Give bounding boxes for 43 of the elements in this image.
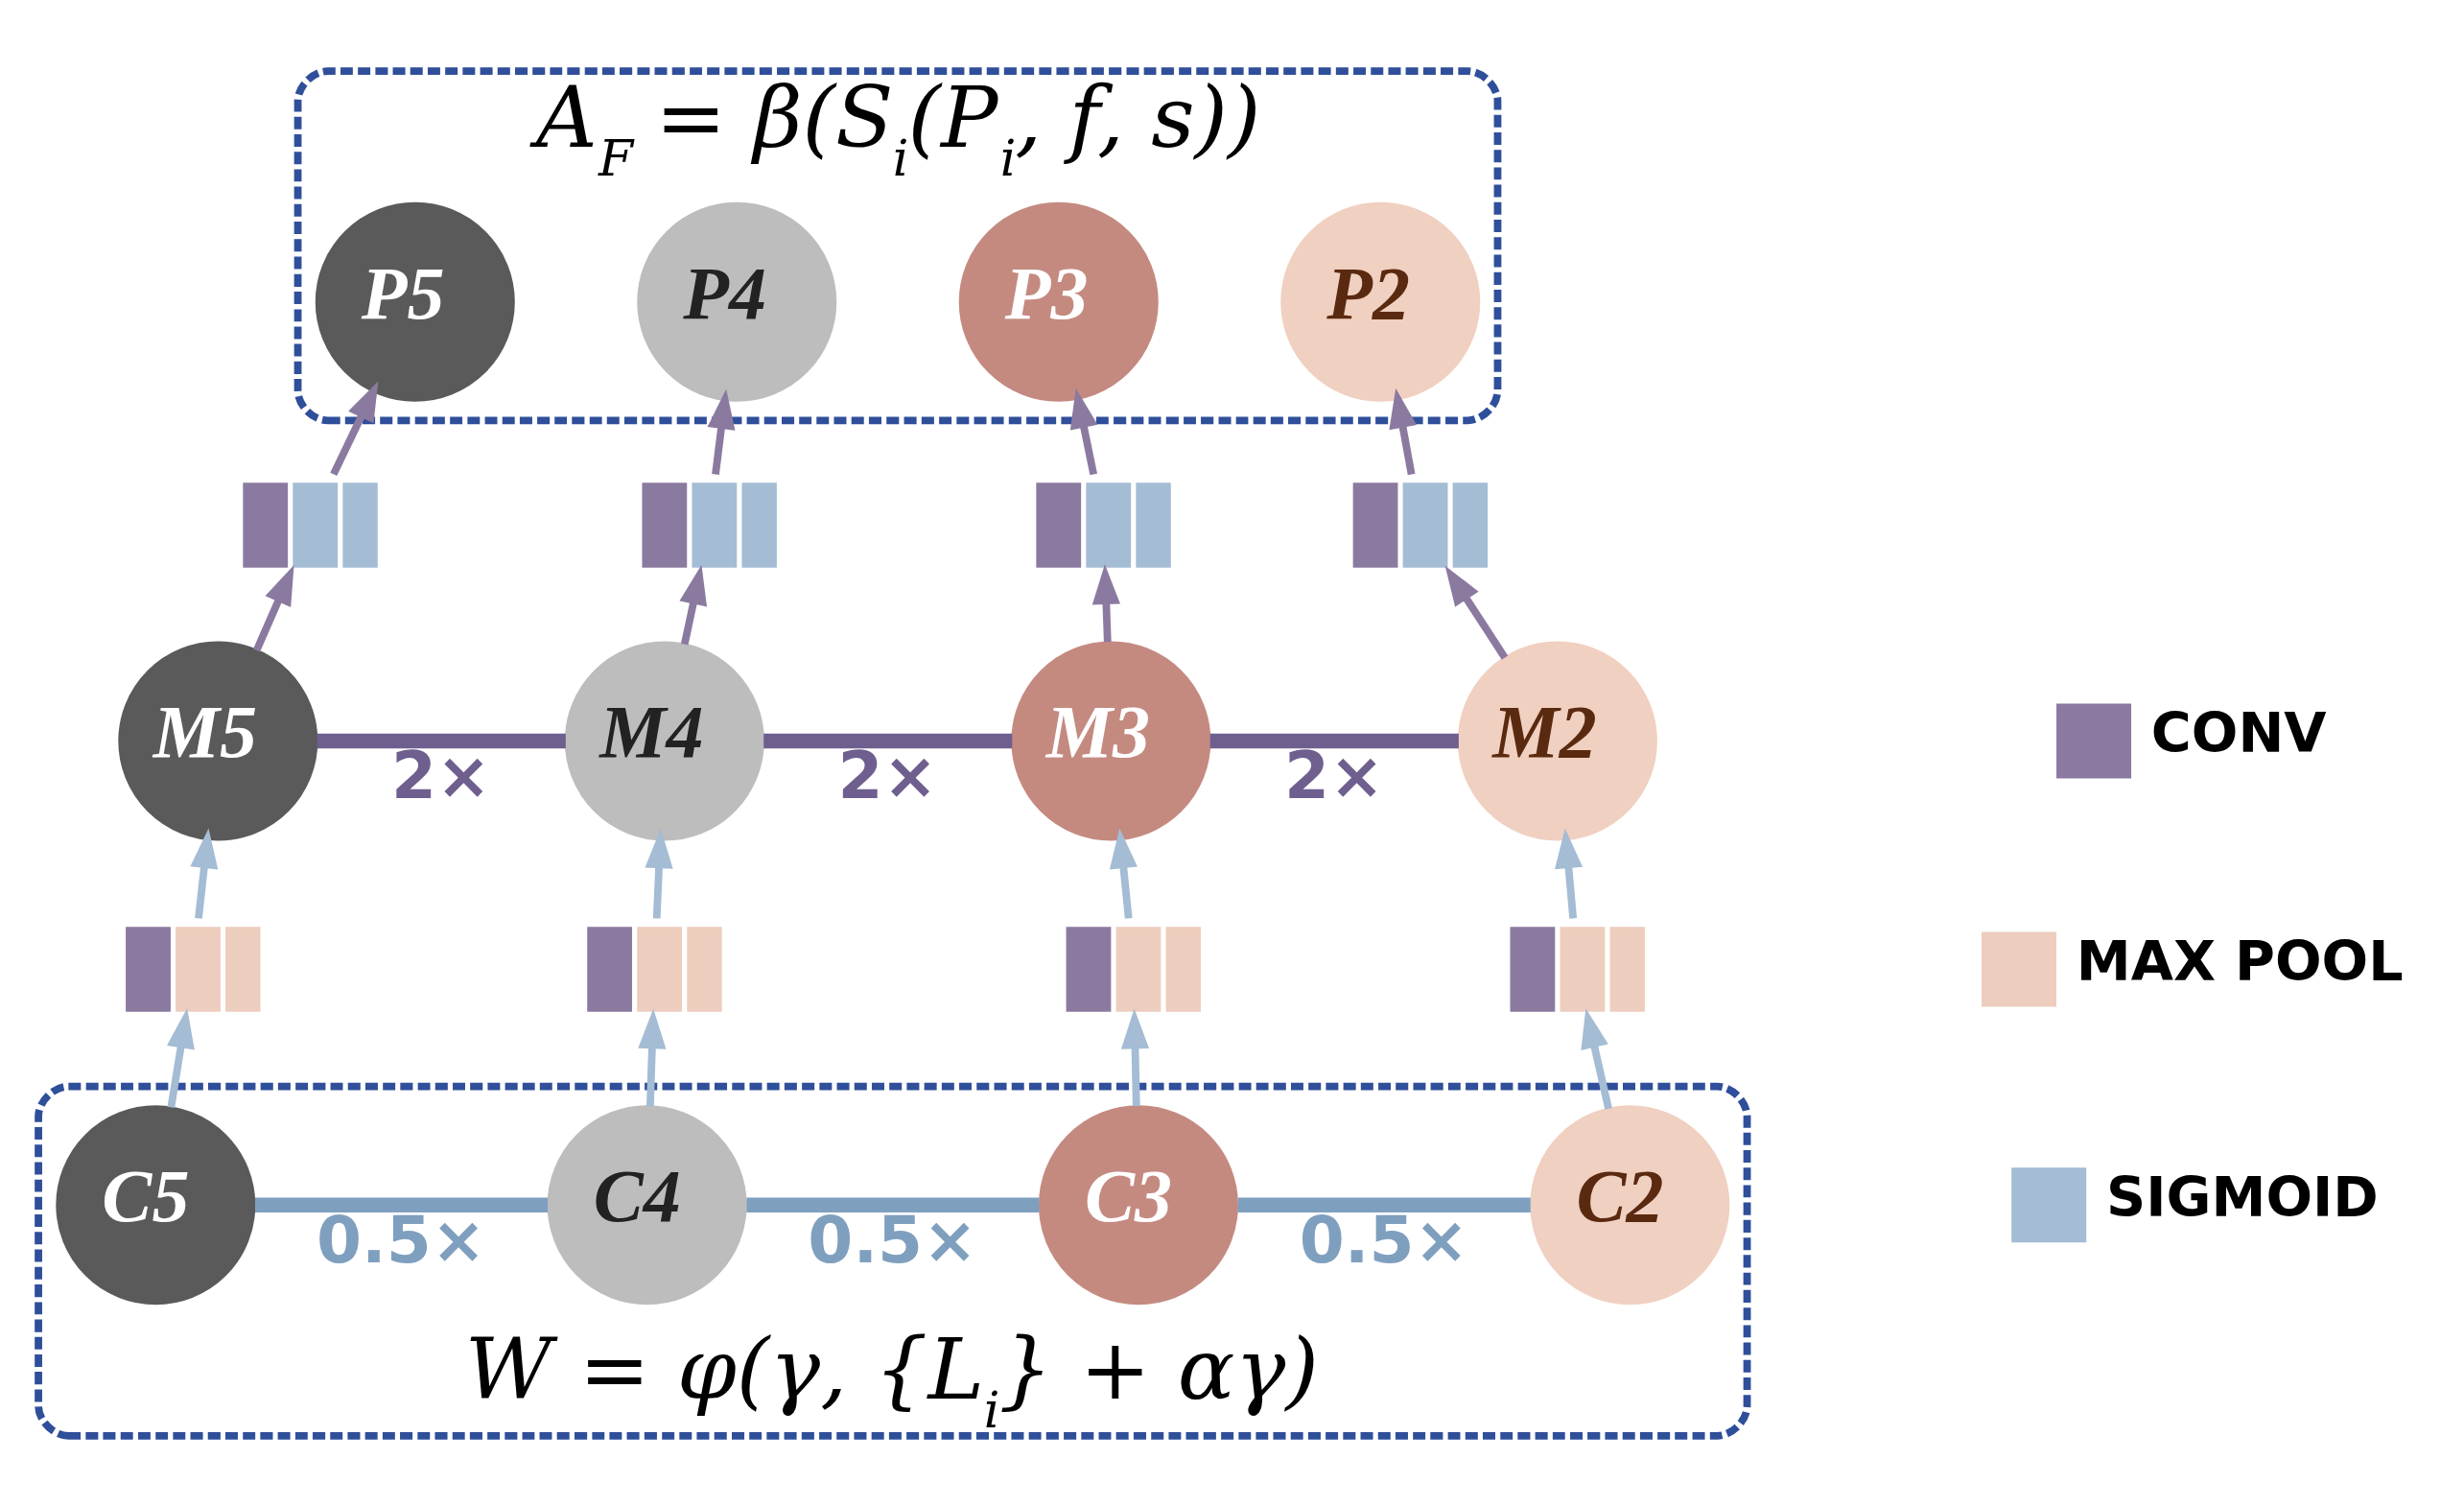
edge-label: 2× (837, 737, 938, 813)
connector (763, 733, 1013, 748)
legend-label: CONV (2150, 700, 2327, 765)
node-circle: P3 (958, 201, 1159, 402)
legend-label: MAX POOL (2076, 929, 2404, 993)
arrow (1069, 388, 1098, 475)
node-circle: C5 (56, 1104, 256, 1305)
arrow (1109, 828, 1138, 919)
legend-label: SIGMOID (2106, 1165, 2379, 1229)
arrow (679, 564, 708, 645)
arrow (638, 1008, 667, 1106)
node-circle: C3 (1038, 1104, 1238, 1305)
arrow (330, 380, 379, 476)
edge-label: 0.5× (808, 1201, 977, 1278)
node-circle: P5 (315, 201, 515, 402)
arrow (645, 827, 673, 919)
arrow (167, 1007, 195, 1108)
arrow (1444, 565, 1509, 660)
edge-label: 2× (391, 737, 491, 813)
node-circle: M4 (564, 640, 764, 840)
arrow (1091, 563, 1120, 642)
node-circle: P4 (637, 201, 837, 402)
edge-label: 0.5× (1299, 1201, 1469, 1278)
connector (1237, 1196, 1531, 1212)
node-circle: M2 (1457, 640, 1657, 840)
edge-label: 2× (1284, 737, 1384, 813)
connector (746, 1196, 1040, 1212)
node-circle: C4 (547, 1104, 747, 1305)
arrow (1389, 388, 1418, 475)
arrow (707, 388, 736, 475)
edge-label: 0.5× (317, 1201, 486, 1278)
node-circle: M5 (118, 640, 318, 840)
node-circle: M3 (1011, 640, 1211, 840)
connector (1209, 733, 1459, 748)
node-circle: C2 (1530, 1104, 1730, 1305)
node-circle: P2 (1280, 201, 1481, 402)
connector (255, 1196, 549, 1212)
connector (317, 733, 566, 748)
arrow (1120, 1008, 1150, 1106)
arrow (1581, 1007, 1612, 1110)
arrow (253, 564, 294, 652)
arrow (190, 828, 219, 919)
arrow (1554, 828, 1584, 919)
